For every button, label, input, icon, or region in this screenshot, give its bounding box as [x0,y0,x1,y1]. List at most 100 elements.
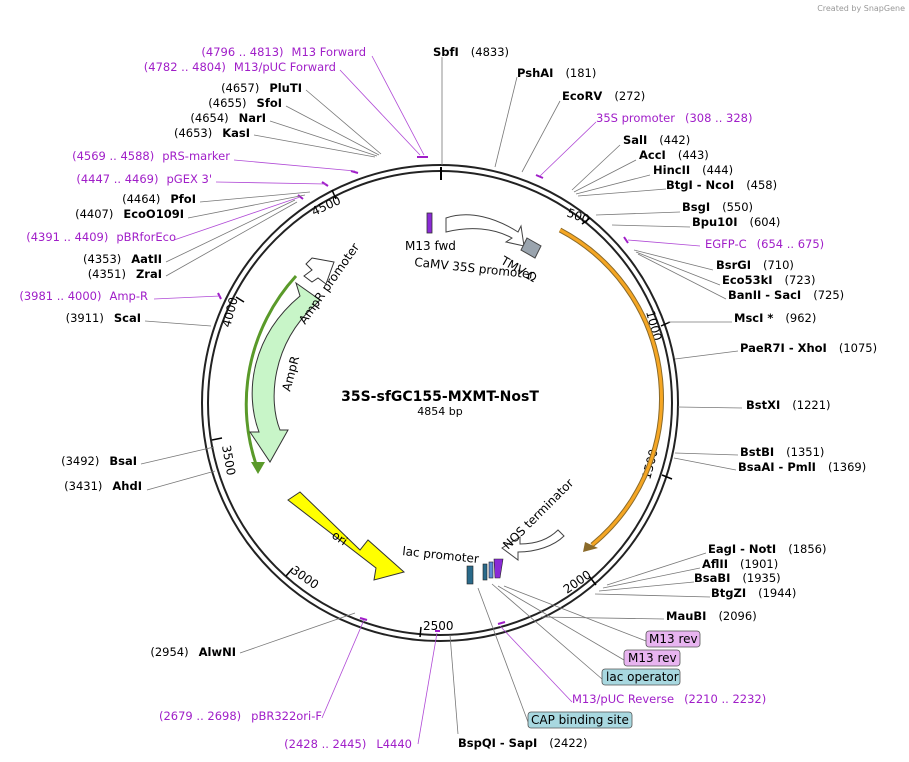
backbone-outer [201,164,679,642]
svg-text:(2954)AlwNI: (2954)AlwNI [150,645,236,659]
feature-label: NOS terminator [500,476,576,552]
enzyme-pos: (443) [678,148,709,162]
plasmid-size: 4854 bp [417,405,462,418]
enzyme-pos: (3492) [61,454,99,468]
cap-binding-box [527,711,633,729]
enzyme-name: AflII [702,557,728,571]
enzyme-labels: SbfI(4833) PshAI(181) EcoRV(272) SalI(44… [433,45,877,750]
primer-range: (654 .. 675) [757,237,825,251]
enzyme-pos: (181) [565,66,596,80]
svg-text:EagI - NotI(1856): EagI - NotI (1856) [708,542,826,556]
primer-name: EGFP-C [705,237,747,251]
ampr-feature [249,281,321,463]
svg-text:HincII(444): HincII(444) [653,163,733,177]
box-label: M13 rev [649,632,698,646]
primer-range: (4447 .. 4469) [76,172,158,186]
primer-name: M13/pUC Forward [234,60,336,74]
tick-label: 4000 [219,296,240,329]
enzyme-pos: (3911) [66,311,104,325]
primer-range: (2210 .. 2232) [684,692,766,706]
enzyme-pos: (604) [749,215,780,229]
svg-text:AflII(1901): AflII (1901) [702,557,778,571]
enzyme-name: BtgZI [711,586,746,600]
enzyme-name: Bpu10I [692,215,737,229]
enzyme-pos: (710) [763,258,794,272]
enzyme-name: EcoO109I [123,207,184,221]
enzyme-pos: (1351) [786,445,824,459]
enzyme-name: PluTI [269,81,302,95]
tick-label: 3500 [219,444,238,477]
svg-text:Eco53kI(723): Eco53kI(723) [722,273,815,287]
lac-mark-3 [488,561,494,579]
primer-name: pBR322ori-F [251,709,322,723]
svg-text:(4657)PluTI: (4657)PluTI [221,81,302,95]
svg-text:(2428 .. 2445)L4440: (2428 .. 2445)L4440 [284,737,412,751]
svg-text:BsaBI(1935): BsaBI(1935) [694,571,781,585]
svg-text:(3911)ScaI: (3911)ScaI [66,311,141,325]
ampr-promoter-arrow [303,257,335,285]
lac-operator-box [601,668,681,686]
boxed-labels: M13 rev M13 rev lac operator CAP binding… [527,630,701,729]
enzyme-name: BsaAI - PmlI [738,460,816,474]
enzyme-name: Eco53kI [722,273,773,287]
svg-text:(3981 .. 4000)Amp-R: (3981 .. 4000)Amp-R [19,289,148,303]
primer-range: (2679 .. 2698) [159,709,241,723]
feature-label: M13 fwd [405,239,456,253]
enzyme-name: EagI - NotI [708,542,776,556]
svg-text:EcoRV(272): EcoRV(272) [562,89,645,103]
svg-text:BsgI(550): BsgI(550) [682,200,753,214]
enzyme-name: BtgI - NcoI [666,178,734,192]
enzyme-pos: (4464) [122,192,160,206]
tmv-omega-mark [520,237,542,259]
enzyme-pos: (1901) [740,557,778,571]
svg-text:BsrGI(710): BsrGI (710) [716,258,794,272]
svg-text:(4796 .. 4813)M13 Forward: (4796 .. 4813)M13 Forward [201,45,366,59]
enzyme-name: NarI [239,111,266,125]
svg-text:BspQI - SapI(2422): BspQI - SapI (2422) [458,736,587,750]
box-leaders [477,583,647,723]
nos-terminator-arrow [501,529,565,561]
primer-range: (308 .. 328) [685,111,753,125]
primer-name: 35S promoter [596,111,675,125]
enzyme-name: BspQI - SapI [458,736,537,750]
enzyme-name: AccI [639,148,666,162]
enzyme-pos: (1856) [788,542,826,556]
enzyme-labels-left: (2954)AlwNI (3431)AhdI (3492)BsaI (3911)… [61,81,302,659]
enzyme-name: PfoI [170,192,196,206]
enzyme-leaders [140,57,743,735]
enzyme-name: MscI * [734,311,773,325]
enzyme-name: BanII - SacI [728,288,801,302]
enzyme-pos: (2096) [718,609,756,623]
cds-arc [559,228,663,547]
svg-text:BstXI(1221): BstXI(1221) [746,398,831,412]
enzyme-name: BsaBI [694,571,730,585]
primer-range: (3981 .. 4000) [19,289,101,303]
tick-label: 2000 [561,567,594,596]
svg-text:BtgI - NcoI(458): BtgI - NcoI(458) [666,178,777,192]
primer-name: pBRforEco [116,230,176,244]
cds-arrowhead [583,542,598,552]
enzyme-pos: (550) [722,200,753,214]
svg-text:BsaAI - PmlI(1369): BsaAI - PmlI(1369) [738,460,866,474]
enzyme-name: BsrGI [716,258,751,272]
box-label: lac operator [606,670,679,684]
feature-label: lac promoter [402,544,480,566]
enzyme-pos: (725) [813,288,844,302]
enzyme-pos: (4407) [75,207,113,221]
enzyme-pos: (2422) [549,736,587,750]
amp-thin-arrowhead [251,462,265,474]
primer-range: (4391 .. 4409) [26,230,108,244]
enzyme-pos: (4353) [83,252,121,266]
enzyme-name: HincII [653,163,690,177]
enzyme-pos: (962) [785,311,816,325]
enzyme-pos: (2954) [150,645,188,659]
svg-text:35S promoter(308 .. 328): 35S promoter (308 .. 328) [596,111,752,125]
m13-fwd-mark [426,212,433,234]
plasmid-title: 35S-sfGC155-MXMT-NosT [341,389,539,405]
svg-text:(4782 .. 4804)M13/pUC Forward: (4782 .. 4804)M13/pUC Forward [144,60,336,74]
svg-text:(4655)SfoI: (4655)SfoI [208,96,282,110]
enzyme-name: MauBI [666,609,706,623]
tick-label: 3000 [288,563,321,592]
tick-label: 500 [565,206,591,227]
